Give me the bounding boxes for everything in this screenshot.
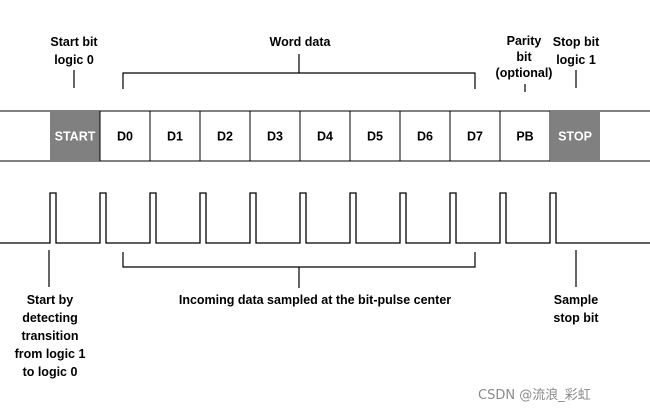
watermark: CSDN @流浪_彩虹: [478, 388, 591, 403]
cell-start-label: START: [55, 130, 96, 144]
cell-stop-label: STOP: [558, 130, 592, 144]
pulse-waveform: [0, 192, 650, 244]
cell-d5-label: D5: [367, 130, 383, 144]
cell-d7-label: D7: [467, 130, 483, 144]
word-data-bracket: [122, 72, 476, 89]
cell-pb-label: PB: [516, 130, 533, 144]
cell-start-box: [50, 111, 100, 161]
sample-stop-label: Sample stop bit: [553, 293, 599, 325]
sample-pulse-train: [0, 192, 650, 244]
cell-d3-label: D3: [267, 130, 283, 144]
incoming-data-label: Incoming data sampled at the bit-pulse c…: [178, 293, 452, 307]
brackets: [48, 54, 577, 288]
cell-d2-label: D2: [217, 130, 233, 144]
stop-bit-label: Stop bit logic 1: [552, 35, 600, 67]
cell-d4-label: D4: [317, 130, 333, 144]
word-data-label: Word data: [269, 35, 331, 49]
incoming-data-bracket: [122, 252, 476, 268]
cell-stop-box: [550, 111, 600, 161]
cell-d1-label: D1: [167, 130, 183, 144]
cell-d0-label: D0: [117, 130, 133, 144]
start-detect-label: Start by detecting transition from logic…: [14, 293, 86, 379]
cell-d6-label: D6: [417, 130, 433, 144]
parity-bit-label: Parity bit (optional): [495, 34, 553, 80]
start-bit-label: Start bit logic 0: [50, 35, 98, 67]
frame-row: START D0 D1 D2 D3 D4 D5 D6 D7 PB STOP: [0, 110, 650, 162]
